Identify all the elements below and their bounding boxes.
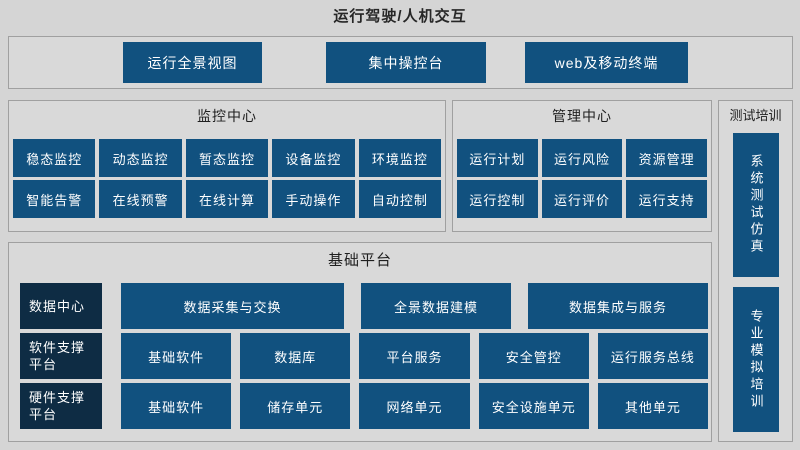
base-row-data-center: 数据中心 数据采集与交换 全景数据建模 数据集成与服务 [20,283,708,329]
tile-security-control[interactable]: 安全管控 [478,333,589,379]
tile-automatic-control[interactable]: 自动控制 [358,180,442,218]
base-platform-title: 基础平台 [327,252,392,269]
tile-manual-operation[interactable]: 手动操作 [272,180,355,218]
base-platform-grid: 数据中心 数据采集与交换 全景数据建模 数据集成与服务 软件支撑平台 基础软件 … [9,283,711,429]
tile-dynamic-monitoring[interactable]: 动态监控 [99,139,182,177]
base-row-software-support: 软件支撑平台 基础软件 数据库 平台服务 安全管控 运行服务总线 [20,333,709,379]
tile-resource-management[interactable]: 资源管理 [626,139,708,177]
tile-data-integration-service[interactable]: 数据集成与服务 [528,283,708,329]
label-data-center: 数据中心 [20,283,102,329]
label-hardware-support-platform: 硬件支撑平台 [20,383,102,429]
management-center-panel: 管理中心 运行计划 运行风险 资源管理 运行控制 运行评价 运行支持 [452,100,712,232]
tile-operation-risk[interactable]: 运行风险 [541,139,623,177]
label-software-support-platform: 软件支撑平台 [20,333,102,379]
data-center-buttons: 数据采集与交换 全景数据建模 数据集成与服务 [121,283,708,329]
tile-storage-unit[interactable]: 储存单元 [240,383,351,429]
tile-operation-evaluation[interactable]: 运行评价 [541,180,623,218]
base-platform-panel: 基础平台 数据中心 数据采集与交换 全景数据建模 数据集成与服务 软件支撑平台 … [8,242,712,442]
tile-steady-state-monitoring[interactable]: 稳态监控 [13,139,96,177]
tile-operation-plan[interactable]: 运行计划 [457,139,538,177]
page-title: 运行驾驶/人机交互 [333,8,467,25]
tile-professional-simulation-training[interactable]: 专业模拟培训 [732,287,779,432]
tile-operation-panorama-view[interactable]: 运行全景视图 [123,42,262,83]
monitoring-center-panel: 监控中心 稳态监控 动态监控 暂态监控 设备监控 环境监控 智能告警 在线预警 … [8,100,446,232]
tile-platform-service[interactable]: 平台服务 [359,333,470,379]
tile-network-unit[interactable]: 网络单元 [359,383,470,429]
tile-database[interactable]: 数据库 [240,333,351,379]
monitoring-row-1: 稳态监控 动态监控 暂态监控 设备监控 环境监控 [13,139,442,177]
monitoring-row-2: 智能告警 在线预警 在线计算 手动操作 自动控制 [13,180,442,218]
hmi-panel: 运行全景视图 集中操控台 web及移动终端 [8,36,793,89]
software-support-buttons: 基础软件 数据库 平台服务 安全管控 运行服务总线 [121,333,709,379]
tile-online-warning[interactable]: 在线预警 [99,180,182,218]
tile-equipment-monitoring[interactable]: 设备监控 [272,139,355,177]
tile-operation-service-bus[interactable]: 运行服务总线 [597,333,709,379]
tile-online-calculation[interactable]: 在线计算 [185,180,269,218]
monitoring-center-title: 监控中心 [197,108,257,124]
base-row-hardware-support: 硬件支撑平台 基础软件 储存单元 网络单元 安全设施单元 其他单元 [20,383,709,429]
tile-other-unit[interactable]: 其他单元 [597,383,709,429]
management-center-title: 管理中心 [552,108,612,124]
tile-security-facility-unit[interactable]: 安全设施单元 [478,383,589,429]
management-center-grid: 运行计划 运行风险 资源管理 运行控制 运行评价 运行支持 [453,139,711,218]
tile-transient-monitoring[interactable]: 暂态监控 [185,139,269,177]
management-row-1: 运行计划 运行风险 资源管理 [457,139,708,177]
tile-environment-monitoring[interactable]: 环境监控 [358,139,442,177]
tile-central-console[interactable]: 集中操控台 [326,42,486,83]
tile-data-collection-exchange[interactable]: 数据采集与交换 [121,283,344,329]
tile-basic-software[interactable]: 基础软件 [121,333,232,379]
monitoring-center-grid: 稳态监控 动态监控 暂态监控 设备监控 环境监控 智能告警 在线预警 在线计算 … [9,139,445,218]
tile-panorama-data-modeling[interactable]: 全景数据建模 [361,283,511,329]
tile-operation-support[interactable]: 运行支持 [626,180,708,218]
tile-hardware-basic-software[interactable]: 基础软件 [121,383,232,429]
tile-operation-control[interactable]: 运行控制 [457,180,538,218]
tile-intelligent-alarm[interactable]: 智能告警 [13,180,96,218]
tile-web-mobile-terminal[interactable]: web及移动终端 [525,42,688,83]
test-training-tiles: 系统测试仿真 专业模拟培训 [719,133,792,432]
test-training-panel: 测试培训 系统测试仿真 专业模拟培训 [718,100,793,442]
management-row-2: 运行控制 运行评价 运行支持 [457,180,708,218]
tile-system-test-simulation[interactable]: 系统测试仿真 [732,133,779,277]
hardware-support-buttons: 基础软件 储存单元 网络单元 安全设施单元 其他单元 [121,383,709,429]
test-training-title: 测试培训 [729,108,782,123]
